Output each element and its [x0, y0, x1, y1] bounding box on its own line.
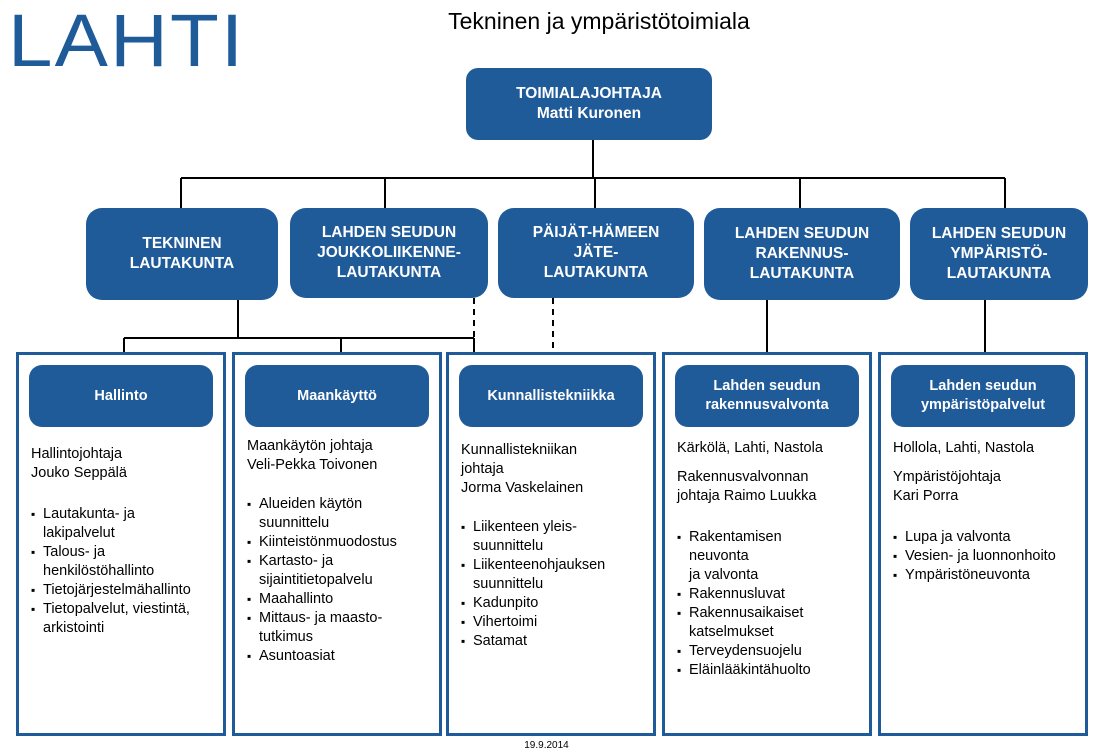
top-manager-box: TOIMIALAJOHTAJA Matti Kuronen [466, 68, 712, 140]
unit-header-maankaytto: Maankäyttö [245, 365, 429, 427]
unit-content-rakennusvalvonta: Kärkölä, Lahti, Nastola Rakennusvalvonna… [677, 439, 865, 680]
unit-column-kunnallistekniikka: Kunnallistekniikka Kunnallistekniikan jo… [446, 352, 656, 736]
board-ymparisto: LAHDEN SEUDUN YMPÄRISTÖ- LAUTAKUNTA [910, 208, 1088, 300]
unit-column-maankaytto: Maankäyttö Maankäytön johtaja Veli-Pekka… [232, 352, 442, 736]
unit-content-maankaytto: Maankäytön johtaja Veli-Pekka Toivonen A… [247, 437, 435, 666]
unit-lead: Rakennusvalvonnan johtaja Raimo Luukka [677, 469, 817, 504]
unit-header-kunnallistekniikka: Kunnallistekniikka [459, 365, 643, 427]
list-item: Rakentamisen neuvonta ja valvonta [677, 528, 865, 585]
list-item: Mittaus- ja maasto- tutkimus [247, 609, 435, 647]
board-rakennus: LAHDEN SEUDUN RAKENNUS- LAUTAKUNTA [704, 208, 900, 300]
list-item: Rakennusluvat [677, 585, 865, 604]
list-item: Maahallinto [247, 590, 435, 609]
list-item: Terveydensuojelu [677, 642, 865, 661]
top-manager-name: Matti Kuronen [536, 105, 642, 122]
list-item: Rakennusaikaiset katselmukset [677, 604, 865, 642]
list-item: Kadunpito [461, 594, 649, 613]
top-manager-title: TOIMIALAJOHTAJA [516, 85, 662, 102]
list-item: Vihertoimi [461, 613, 649, 632]
list-item: Asuntoasiat [247, 647, 435, 666]
list-item: Tietopalvelut, viestintä, arkistointi [31, 600, 219, 638]
unit-header-hallinto: Hallinto [29, 365, 213, 427]
unit-municipalities: Hollola, Lahti, Nastola [893, 440, 1035, 456]
list-item: Liikenteenohjauksen suunnittelu [461, 556, 649, 594]
list-item: Kiinteistönmuodostus [247, 533, 435, 552]
unit-header-rakennusvalvonta: Lahden seudun rakennusvalvonta [675, 365, 859, 427]
list-item: Lupa ja valvonta [893, 528, 1081, 547]
page-title: Tekninen ja ympäristötoimiala [448, 8, 750, 34]
list-item: Tietojärjestelmähallinto [31, 581, 219, 600]
lahti-logo: LAHTI [8, 0, 246, 82]
unit-header-ymparistopalvelut: Lahden seudun ympäristöpalvelut [891, 365, 1075, 427]
unit-content-ymparistopalvelut: Hollola, Lahti, Nastola Ympäristöjohtaja… [893, 439, 1081, 585]
list-item: Vesien- ja luonnonhoito [893, 547, 1081, 566]
list-item: Liikenteen yleis- suunnittelu [461, 518, 649, 556]
unit-column-ymparistopalvelut: Lahden seudun ympäristöpalvelut Hollola,… [878, 352, 1088, 736]
list-item: Satamat [461, 632, 649, 651]
board-tekninen: TEKNINEN LAUTAKUNTA [86, 208, 278, 300]
list-item: Alueiden käytön suunnittelu [247, 495, 435, 533]
unit-column-hallinto: Hallinto Hallintojohtaja Jouko Seppälä L… [16, 352, 226, 736]
unit-lead: Hallintojohtaja Jouko Seppälä [31, 446, 127, 481]
board-jate: PÄIJÄT-HÄMEEN JÄTE- LAUTAKUNTA [498, 208, 694, 298]
unit-lead: Kunnallistekniikan johtaja Jorma Vaskela… [461, 442, 584, 496]
list-item: Ympäristöneuvonta [893, 566, 1081, 585]
footer-date: 19.9.2014 [524, 740, 569, 751]
board-joukkoliikenne: LAHDEN SEUDUN JOUKKOLIIKENNE- LAUTAKUNTA [290, 208, 488, 298]
list-item: Lautakunta- ja lakipalvelut [31, 505, 219, 543]
unit-column-rakennusvalvonta: Lahden seudun rakennusvalvonta Kärkölä, … [662, 352, 872, 736]
unit-municipalities: Kärkölä, Lahti, Nastola [677, 440, 823, 456]
list-item: Talous- ja henkilöstöhallinto [31, 543, 219, 581]
unit-lead: Ympäristöjohtaja Kari Porra [893, 469, 1001, 504]
unit-content-kunnallistekniikka: Kunnallistekniikan johtaja Jorma Vaskela… [461, 441, 649, 651]
list-item: Eläinlääkintähuolto [677, 661, 865, 680]
list-item: Kartasto- ja sijaintitietopalvelu [247, 552, 435, 590]
unit-content-hallinto: Hallintojohtaja Jouko Seppälä Lautakunta… [31, 445, 219, 638]
unit-lead: Maankäytön johtaja Veli-Pekka Toivonen [247, 438, 378, 473]
